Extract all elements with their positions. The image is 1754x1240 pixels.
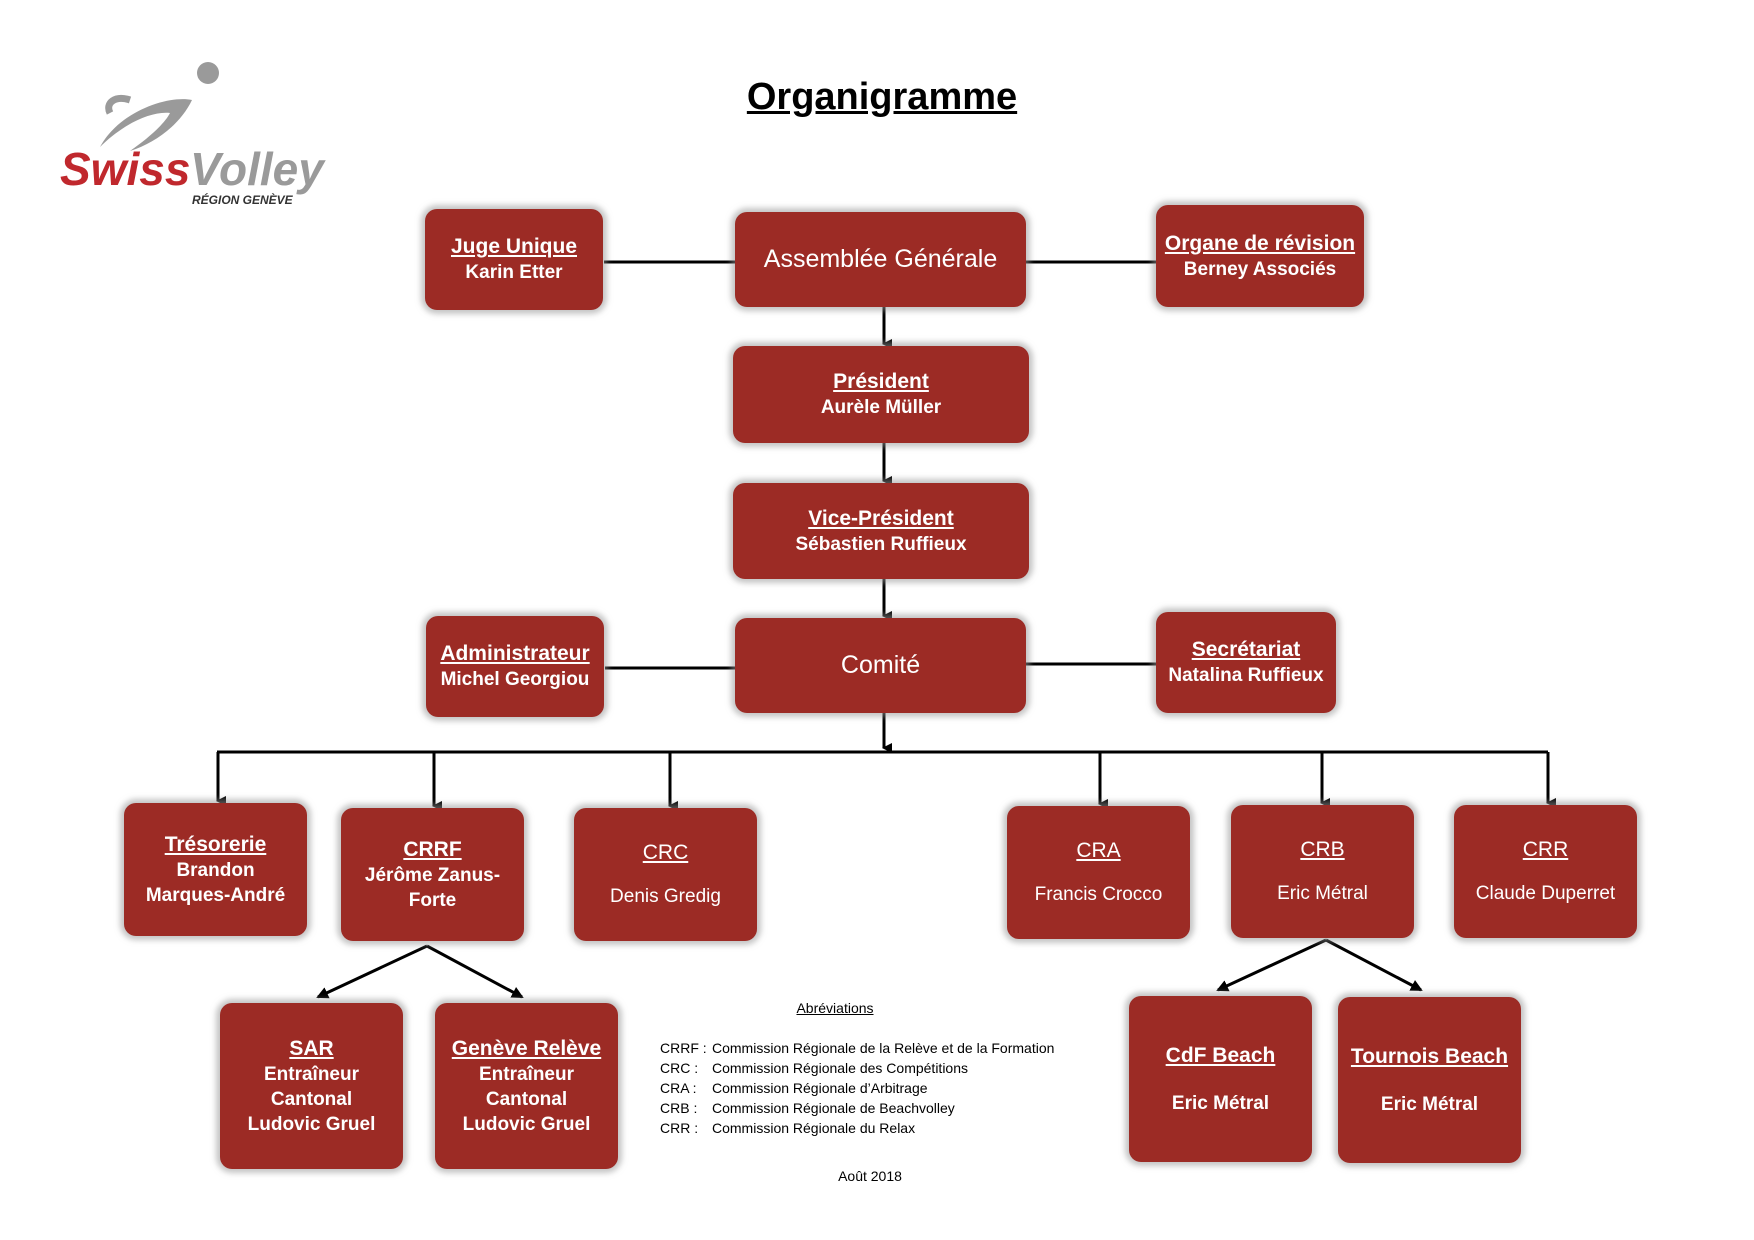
box-title: Genève Relève [451, 1036, 602, 1060]
line-crrf-sar [316, 944, 428, 999]
logo-brand-volley: Volley [190, 143, 326, 195]
box-name: Francis Crocco [1034, 884, 1163, 905]
box-title: Organe de révision [1164, 231, 1356, 255]
logo-region: RÉGION GENÈVE [192, 192, 294, 207]
box-tresorerie: Trésorerie Brandon Marques-André [124, 803, 307, 936]
line-crb-cdf [1216, 938, 1327, 992]
box-name: Karin Etter [465, 262, 563, 283]
box-title: CRB [1300, 838, 1345, 861]
box-title: Trésorerie [164, 832, 267, 856]
document-date: Août 2018 [838, 1168, 902, 1184]
box-name: Michel Georgiou [440, 669, 590, 690]
box-name: Eric Métral [1380, 1093, 1479, 1115]
box-administrateur: Administrateur Michel Georgiou [426, 616, 604, 717]
abbreviation-key: CRRF : [660, 1040, 707, 1056]
box-name: Berney Associés [1183, 258, 1337, 280]
box-president: Président Aurèle Müller [733, 346, 1029, 443]
box-title: CdF Beach [1165, 1043, 1276, 1067]
box-title: CRR [1522, 838, 1569, 861]
abbreviation-key: CRR : [660, 1120, 699, 1136]
logo-ball-arc [105, 95, 132, 115]
abbreviation-value: Commission Régionale de la Relève et de … [712, 1040, 1055, 1056]
box-label: Comité [840, 651, 921, 679]
box-tournois-beach: Tournois Beach Eric Métral [1338, 997, 1521, 1163]
box-name: Natalina Ruffieux [1168, 665, 1324, 686]
abbreviations-heading: Abréviations [796, 1000, 874, 1016]
box-label: Assemblée Générale [763, 245, 998, 273]
abbreviation-row: CRC : Commission Régionale des Compétiti… [660, 1058, 1100, 1078]
abbreviation-key: CRA : [660, 1080, 697, 1096]
abbreviation-row: CRR : Commission Régionale du Relax [660, 1118, 1100, 1138]
box-title: Vice-Président [808, 506, 954, 530]
swissvolley-logo: Swiss Volley RÉGION GENÈVE [60, 62, 326, 207]
box-crc: CRC Denis Gredig [574, 808, 757, 941]
logo-player-head [197, 62, 219, 84]
box-title: SAR [289, 1036, 334, 1060]
box-name: Eric Métral [1277, 883, 1368, 904]
abbreviation-value: Commission Régionale du Relax [712, 1120, 916, 1136]
box-cdf-beach: CdF Beach Eric Métral [1129, 996, 1312, 1162]
box-title: CRA [1076, 839, 1121, 862]
line-crrf-releve [426, 944, 524, 999]
box-name: Brandon Marques-André [145, 859, 286, 906]
box-name: Denis Gredig [610, 886, 721, 907]
box-title: Président [833, 370, 929, 393]
box-geneve-releve: Genève Relève Entraîneur Cantonal Ludovi… [435, 1003, 618, 1169]
box-crr: CRR Claude Duperret [1454, 805, 1637, 938]
box-cra: CRA Francis Crocco [1007, 806, 1190, 939]
box-title: Tournois Beach [1350, 1044, 1509, 1068]
abbreviations-legend: Abréviations CRRF : Commission Régionale… [660, 1000, 1100, 1138]
abbreviation-value: Commission Régionale d’Arbitrage [712, 1080, 928, 1096]
box-name: Aurèle Müller [820, 397, 942, 418]
box-name: Entraîneur Cantonal Ludovic Gruel [247, 1063, 376, 1135]
box-secretariat: Secrétariat Natalina Ruffieux [1156, 612, 1336, 713]
box-assemblee-generale: Assemblée Générale [735, 212, 1026, 307]
box-name: Eric Métral [1171, 1092, 1270, 1114]
box-sar: SAR Entraîneur Cantonal Ludovic Gruel [220, 1003, 403, 1169]
box-organe-revision: Organe de révision Berney Associés [1156, 205, 1364, 307]
abbreviation-value: Commission Régionale de Beachvolley [712, 1100, 955, 1116]
abbreviation-row: CRB : Commission Régionale de Beachvolle… [660, 1098, 1100, 1118]
box-name: Claude Duperret [1475, 883, 1616, 904]
box-title: CRRF [403, 837, 462, 861]
box-title: Juge Unique [450, 235, 577, 258]
box-title: Administrateur [440, 642, 590, 665]
abbreviation-key: CRB : [660, 1100, 698, 1116]
box-juge-unique: Juge Unique Karin Etter [425, 209, 603, 310]
box-title: CRC [642, 841, 689, 864]
logo-brand-swiss: Swiss [60, 143, 190, 195]
abbreviation-value: Commission Régionale des Compétitions [712, 1060, 969, 1076]
box-crrf: CRRF Jérôme Zanus- Forte [341, 808, 524, 941]
abbreviation-row: CRRF : Commission Régionale de la Relève… [660, 1038, 1100, 1058]
abbreviation-row: CRA : Commission Régionale d’Arbitrage [660, 1078, 1100, 1098]
page-title: Organigramme [746, 76, 1018, 118]
line-crb-tournois [1325, 938, 1423, 992]
box-name: Sébastien Ruffieux [795, 533, 967, 555]
box-crb: CRB Eric Métral [1231, 805, 1414, 938]
box-comite: Comité [735, 618, 1026, 713]
logo-player-swoosh [100, 99, 192, 151]
box-vice-president: Vice-Président Sébastien Ruffieux [733, 483, 1029, 579]
box-name: Jérôme Zanus- Forte [364, 864, 501, 911]
box-title: Secrétariat [1191, 638, 1301, 661]
abbreviation-key: CRC : [660, 1060, 699, 1076]
box-name: Entraîneur Cantonal Ludovic Gruel [462, 1063, 591, 1135]
